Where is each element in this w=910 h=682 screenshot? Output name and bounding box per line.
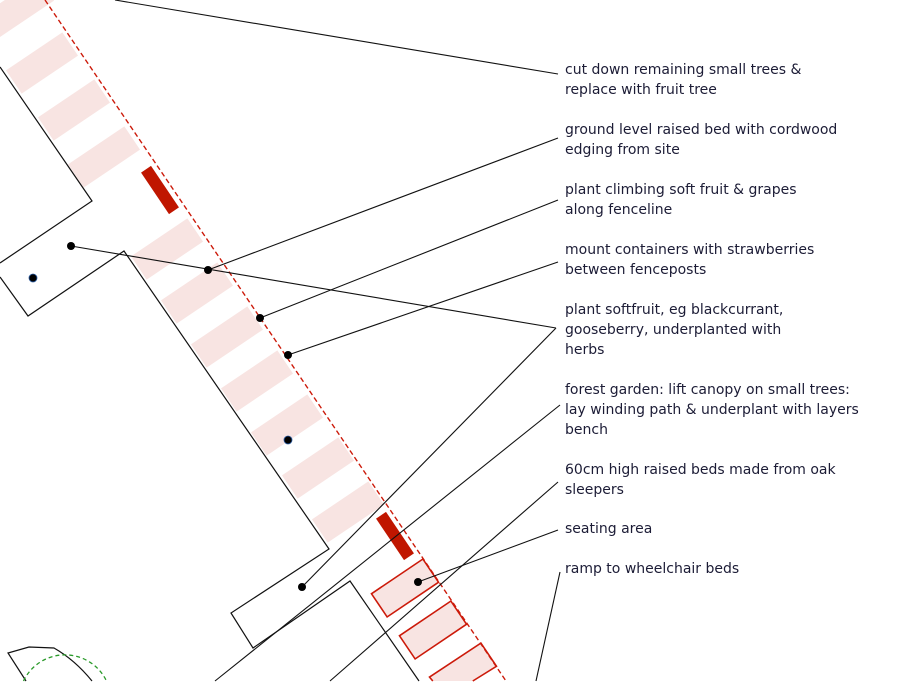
site-outlines	[0, 66, 420, 682]
outline-upper	[0, 66, 93, 264]
markers	[28, 242, 422, 591]
planting-strip	[0, 0, 55, 39]
annotation-line: ramp to wheelchair beds	[565, 561, 740, 577]
raised-bed	[398, 599, 468, 661]
leader-line	[329, 481, 559, 682]
annotation-line: cut down remaining small trees &	[565, 62, 802, 78]
annotation-line: bench	[565, 422, 608, 438]
leader-line	[114, 0, 559, 75]
annotation-line: seating area	[565, 521, 653, 537]
annotation-line: between fenceposts	[565, 262, 707, 278]
leader-lines	[70, 0, 561, 682]
marker-dot	[298, 583, 306, 591]
planting-strip	[311, 481, 385, 543]
planting-strip	[190, 306, 264, 368]
leader-line	[417, 529, 559, 583]
leader-line	[214, 404, 561, 682]
marker-dot	[284, 351, 292, 359]
annotation-line: forest garden: lift canopy on small tree…	[565, 382, 850, 398]
fence-post-bar	[141, 165, 179, 215]
planting-strips	[0, 0, 385, 543]
planting-strip	[5, 32, 79, 94]
annotation-line: along fenceline	[565, 202, 673, 218]
fence-post-bar	[376, 511, 414, 561]
marker-dot	[67, 242, 75, 250]
annotation-line: gooseberry, underplanted with	[565, 322, 782, 338]
annotation-line: herbs	[565, 342, 605, 358]
annotation-line: ground level raised bed with cordwood	[565, 122, 838, 138]
annotation-line: plant softfruit, eg blackcurrant,	[565, 302, 784, 318]
planting-strip	[220, 350, 294, 412]
annotation-line: lay winding path & underplant with layer…	[565, 402, 859, 418]
planting-strip	[281, 437, 355, 499]
planting-strip	[130, 218, 204, 280]
annotation-line: sleepers	[565, 482, 624, 498]
annotation-line: edging from site	[565, 142, 680, 158]
annotation-line: replace with fruit tree	[565, 82, 717, 98]
raised-bed-fill	[429, 643, 497, 681]
marker-dot	[28, 273, 38, 283]
leader-line	[259, 199, 559, 319]
planting-strip	[250, 394, 324, 456]
leader-line	[301, 327, 557, 588]
outline-arc	[7, 646, 93, 682]
annotation-seating-area: seating area	[565, 519, 652, 539]
leader-line	[287, 261, 559, 356]
leader-line	[535, 571, 561, 682]
outline-main	[0, 250, 420, 682]
annotation-oak-raised-beds: 60cm high raised beds made from oak slee…	[565, 460, 836, 500]
annotation-strawberry-containers: mount containers with strawberries betwe…	[565, 240, 814, 280]
leader-line	[207, 137, 559, 271]
fence-line	[44, 0, 507, 682]
annotation-fruit-tree: cut down remaining small trees & replace…	[565, 60, 801, 100]
raised-beds	[370, 557, 498, 682]
marker-dot	[204, 266, 212, 274]
marker-dot	[414, 578, 422, 586]
annotation-climbing-fruit: plant climbing soft fruit & grapes along…	[565, 180, 797, 220]
annotation-line: mount containers with strawberries	[565, 242, 815, 258]
raised-bed	[370, 557, 440, 619]
planting-strip	[67, 126, 141, 188]
annotation-line: 60cm high raised beds made from oak	[565, 462, 836, 478]
annotation-raised-bed-cordwood: ground level raised bed with cordwood ed…	[565, 120, 837, 160]
annotation-line: plant climbing soft fruit & grapes	[565, 182, 797, 198]
leader-line	[70, 245, 557, 329]
annotation-softfruit: plant softfruit, eg blackcurrant, gooseb…	[565, 300, 783, 360]
planting-strip	[160, 262, 234, 324]
marker-dot	[256, 314, 264, 322]
tree-canopy	[22, 654, 108, 682]
annotation-ramp: ramp to wheelchair beds	[565, 559, 739, 579]
raised-bed	[428, 641, 498, 682]
planting-strip	[37, 79, 111, 141]
annotation-forest-garden: forest garden: lift canopy on small tree…	[565, 380, 859, 440]
marker-dot	[283, 435, 293, 445]
